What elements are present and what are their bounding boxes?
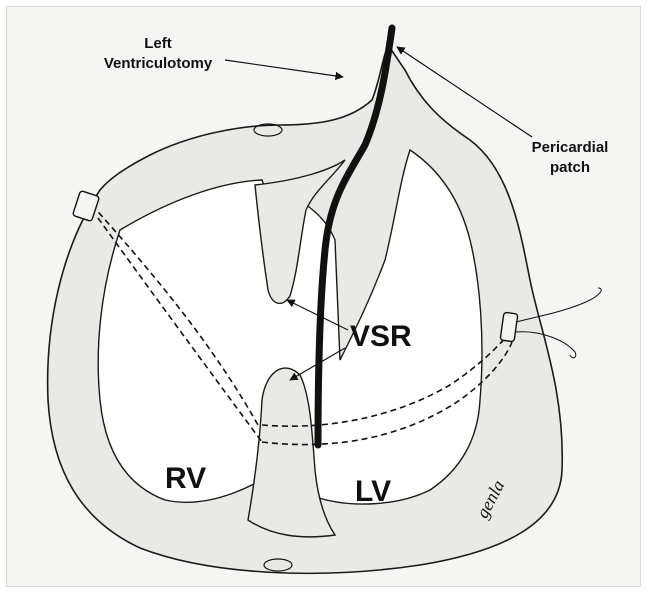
label-lv: LV (355, 475, 391, 509)
label-pericardial-line2: patch (520, 158, 620, 178)
label-left-ventriculotomy-line1: Left (102, 34, 214, 54)
label-pericardial-line1: Pericardial (520, 138, 620, 158)
label-pericardial-patch: Pericardial patch (520, 138, 620, 178)
right-pledget (500, 312, 518, 342)
label-left-ventriculotomy: Left Ventriculotomy (102, 34, 214, 74)
label-vsr: VSR (350, 320, 412, 354)
label-left-ventriculotomy-line2: Ventriculotomy (102, 54, 214, 74)
label-rv: RV (165, 462, 206, 496)
ventriculotomy-arrow (225, 60, 343, 77)
